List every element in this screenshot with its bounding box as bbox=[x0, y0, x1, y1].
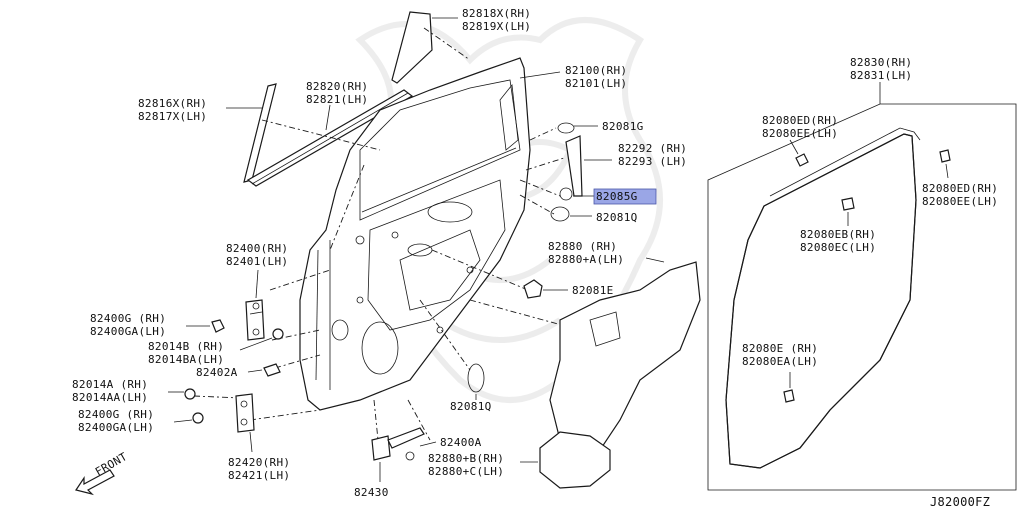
clip-82080e bbox=[783, 389, 795, 403]
label-82080eb: 82080EB(RH)82080EC(LH) bbox=[800, 228, 876, 254]
bolt-82402a bbox=[263, 363, 281, 377]
hinge-upper-82400 bbox=[245, 299, 265, 341]
leader-82014b bbox=[239, 337, 273, 351]
door-panel-82100 bbox=[299, 57, 531, 411]
label-82820: 82820(RH)82821(LH) bbox=[306, 80, 368, 106]
leader-82402a bbox=[247, 369, 263, 373]
leader-82080ed-left bbox=[789, 139, 799, 155]
clip-82080eb bbox=[841, 197, 855, 211]
bolt-82400g-top bbox=[211, 319, 225, 333]
door-check-82430 bbox=[371, 427, 425, 461]
front-arrow-icon bbox=[75, 469, 115, 496]
leader-82400 bbox=[255, 269, 259, 299]
corner-finisher-82292 bbox=[565, 135, 583, 197]
weatherstrip-box bbox=[707, 103, 1017, 491]
label-82420: 82420(RH)82421(LH) bbox=[228, 456, 290, 482]
hinge-lower-82420 bbox=[235, 393, 255, 433]
leader-82080ed-right bbox=[945, 163, 949, 179]
leader-82820 bbox=[325, 104, 331, 131]
label-82081g: 82081G bbox=[602, 120, 644, 133]
sealing-screen-82880b bbox=[539, 431, 611, 489]
label-82080ed-right: 82080ED(RH)82080EE(LH) bbox=[922, 182, 998, 208]
grommet-82081g bbox=[557, 122, 575, 134]
diagram-code: J82000FZ bbox=[930, 495, 990, 509]
label-82081q-top: 82081Q bbox=[596, 211, 638, 224]
label-82292: 82292 (RH)82293 (LH) bbox=[618, 142, 687, 168]
leader-82400a bbox=[419, 441, 437, 447]
screen-cutout bbox=[589, 311, 621, 347]
label-82080ed-left: 82080ED(RH)82080EE(LH) bbox=[762, 114, 838, 140]
rear-quarter-glass-82818x bbox=[391, 11, 433, 84]
label-82402a: 82402A bbox=[196, 366, 238, 379]
clip-82080ed-left bbox=[795, 153, 809, 167]
bolt-82014a bbox=[184, 388, 196, 400]
label-82430: 82430 bbox=[354, 486, 389, 499]
label-82085g: 82085G bbox=[596, 190, 638, 203]
label-82400: 82400(RH)82401(LH) bbox=[226, 242, 288, 268]
door-weatherstrip-82830 bbox=[725, 127, 921, 469]
label-82816x: 82816X(RH)82817X(LH) bbox=[138, 97, 207, 123]
bolt-82400g-bottom bbox=[192, 412, 204, 424]
label-82100: 82100(RH)82101(LH) bbox=[565, 64, 627, 90]
label-82014a: 82014A (RH)82014AA(LH) bbox=[72, 378, 148, 404]
label-82880: 82880 (RH)82880+A(LH) bbox=[548, 240, 624, 266]
leader-82400g-bottom bbox=[173, 419, 193, 423]
label-82400g-bottom: 82400G (RH)82400GA(LH) bbox=[78, 408, 154, 434]
label-82080e: 82080E (RH)82080EA(LH) bbox=[742, 342, 818, 368]
weatherstrip-line bbox=[251, 92, 409, 185]
bolt-82014b bbox=[272, 328, 284, 340]
leader-82420 bbox=[249, 431, 253, 453]
leader-82880 bbox=[645, 257, 665, 263]
label-82880b: 82880+B(RH)82880+C(LH) bbox=[428, 452, 504, 478]
leader-82100 bbox=[519, 71, 561, 79]
plug-82081q-top bbox=[550, 206, 570, 222]
construction-lines bbox=[193, 27, 581, 441]
clip-82085g bbox=[559, 187, 573, 201]
label-82081e: 82081E bbox=[572, 284, 614, 297]
label-82818x: 82818X(RH)82819X(LH) bbox=[462, 7, 531, 33]
clip-82081e bbox=[523, 279, 543, 299]
label-82014b: 82014B (RH)82014BA(LH) bbox=[148, 340, 224, 366]
label-82400g-top: 82400G (RH)82400GA(LH) bbox=[90, 312, 166, 338]
label-82400a: 82400A bbox=[440, 436, 482, 449]
highlight-82085g bbox=[593, 188, 657, 205]
label-82081q-bottom: 82081Q bbox=[450, 400, 492, 413]
clip-82080ed-right bbox=[939, 149, 951, 163]
sealing-screen-82880 bbox=[549, 261, 701, 451]
plug-82081q-bottom bbox=[467, 363, 485, 393]
label-82830: 82830(RH)82831(LH) bbox=[850, 56, 912, 82]
